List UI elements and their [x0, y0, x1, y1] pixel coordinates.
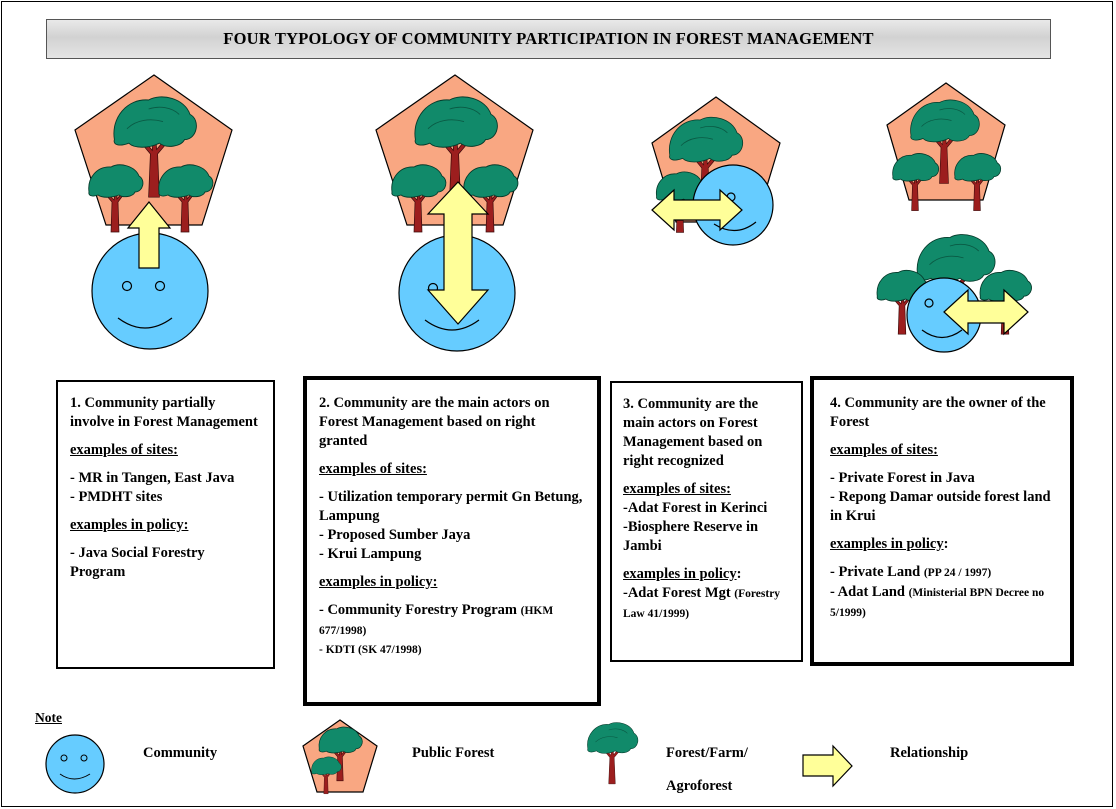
type4-policy: - Adat Land (Ministerial BPN Decree no 5…: [830, 583, 1060, 623]
type3-sites-label: examples of sites:: [623, 481, 731, 497]
type3-policy-ref: (Forestry Law 41/1999): [623, 588, 781, 620]
type4-site: - Private Forest in Java: [830, 470, 975, 486]
type4-box: 4. Community are the owner of the Forest…: [810, 376, 1074, 666]
legend-forest-farm-icon: [587, 722, 639, 785]
relationship-arrow-icon: [651, 188, 743, 232]
title-text: FOUR TYPOLOGY OF COMMUNITY PARTICIPATION…: [223, 29, 874, 48]
type1-illustration: [74, 74, 233, 350]
type1-heading: 1. Community partially involve in Forest…: [70, 395, 258, 430]
type2-policy: - Community Forestry Program (HKM 677/19…: [319, 601, 587, 641]
type4-illustration: [876, 82, 1032, 353]
type2-heading: 2. Community are the main actors on Fore…: [319, 395, 550, 449]
legend-community-icon: [45, 734, 105, 794]
type2-illustration: [375, 74, 534, 352]
type4-policy-1: - Private Land: [830, 564, 921, 580]
type2-policy-ref: (HKM 677/1998): [319, 605, 554, 637]
type4-policy: - Private Land (PP 24 / 1997): [830, 563, 1060, 583]
type1-site: - MR in Tangen, East Java: [70, 470, 235, 486]
type1-site: - PMDHT sites: [70, 489, 163, 505]
type4-sites-label: examples of sites:: [830, 442, 938, 458]
relationship-arrow-icon: [126, 201, 172, 269]
type2-site: - Proposed Sumber Jaya: [319, 527, 471, 543]
type2-policy-main: - Community Forestry Program: [319, 602, 517, 618]
type4-heading: 4. Community are the owner of the Forest: [830, 395, 1046, 430]
legend-relationship-arrow-icon: [802, 744, 853, 788]
type3-policy: -Adat Forest Mgt (Forestry Law 41/1999): [623, 584, 791, 624]
type1-policy: - Java Social Forestry Program: [70, 545, 205, 580]
type2-policy-label: examples in policy:: [319, 574, 438, 590]
legend-public-forest-label: Public Forest: [412, 745, 495, 761]
type3-policy-main: -Adat Forest Mgt: [623, 585, 731, 601]
type3-policy-colon: :: [736, 566, 742, 582]
type1-sites-label: examples of sites:: [70, 442, 178, 458]
legend-agroforest-label: Agroforest: [666, 778, 733, 794]
type2-sites-label: examples of sites:: [319, 461, 427, 477]
type3-heading: 3. Community are the main actors on Fore…: [623, 396, 763, 469]
legend-icons: [45, 719, 853, 795]
relationship-arrow-icon: [426, 181, 490, 325]
type4-site: - Repong Damar outside forest land in Kr…: [830, 489, 1051, 524]
type3-site: -Adat Forest in Kerinci: [623, 500, 768, 516]
type2-site: - Utilization temporary permit Gn Betung…: [319, 489, 583, 524]
type4-policy-colon: :: [943, 536, 949, 552]
legend-community-label: Community: [143, 745, 218, 761]
type4-policy-1-ref: (PP 24 / 1997): [923, 567, 992, 579]
legend-relationship-label: Relationship: [890, 745, 969, 761]
diagram-title: FOUR TYPOLOGY OF COMMUNITY PARTICIPATION…: [46, 19, 1051, 59]
type3-site: -Biosphere Reserve in Jambi: [623, 519, 759, 554]
type3-box: 3. Community are the main actors on Fore…: [610, 381, 803, 662]
type4-policy-label: examples in policy: [830, 536, 944, 552]
legend-title: Note: [35, 710, 62, 725]
type2-policy-second: - KDTI (SK 47/1998): [319, 644, 422, 656]
type4-policy-2: - Adat Land: [830, 584, 905, 600]
type1-policy-label: examples in policy:: [70, 517, 189, 533]
relationship-arrow-icon: [943, 288, 1029, 336]
type1-box: 1. Community partially involve in Forest…: [56, 380, 275, 669]
type4-policy-2-ref: (Ministerial BPN Decree no 5/1999): [830, 587, 1045, 619]
type3-illustration: [651, 96, 781, 246]
type2-site: - Krui Lampung: [319, 546, 422, 562]
legend-forest-farm-label: Forest/Farm/: [666, 745, 748, 761]
type2-box: 2. Community are the main actors on Fore…: [303, 376, 601, 706]
type3-policy-label: examples in policy: [623, 566, 737, 582]
